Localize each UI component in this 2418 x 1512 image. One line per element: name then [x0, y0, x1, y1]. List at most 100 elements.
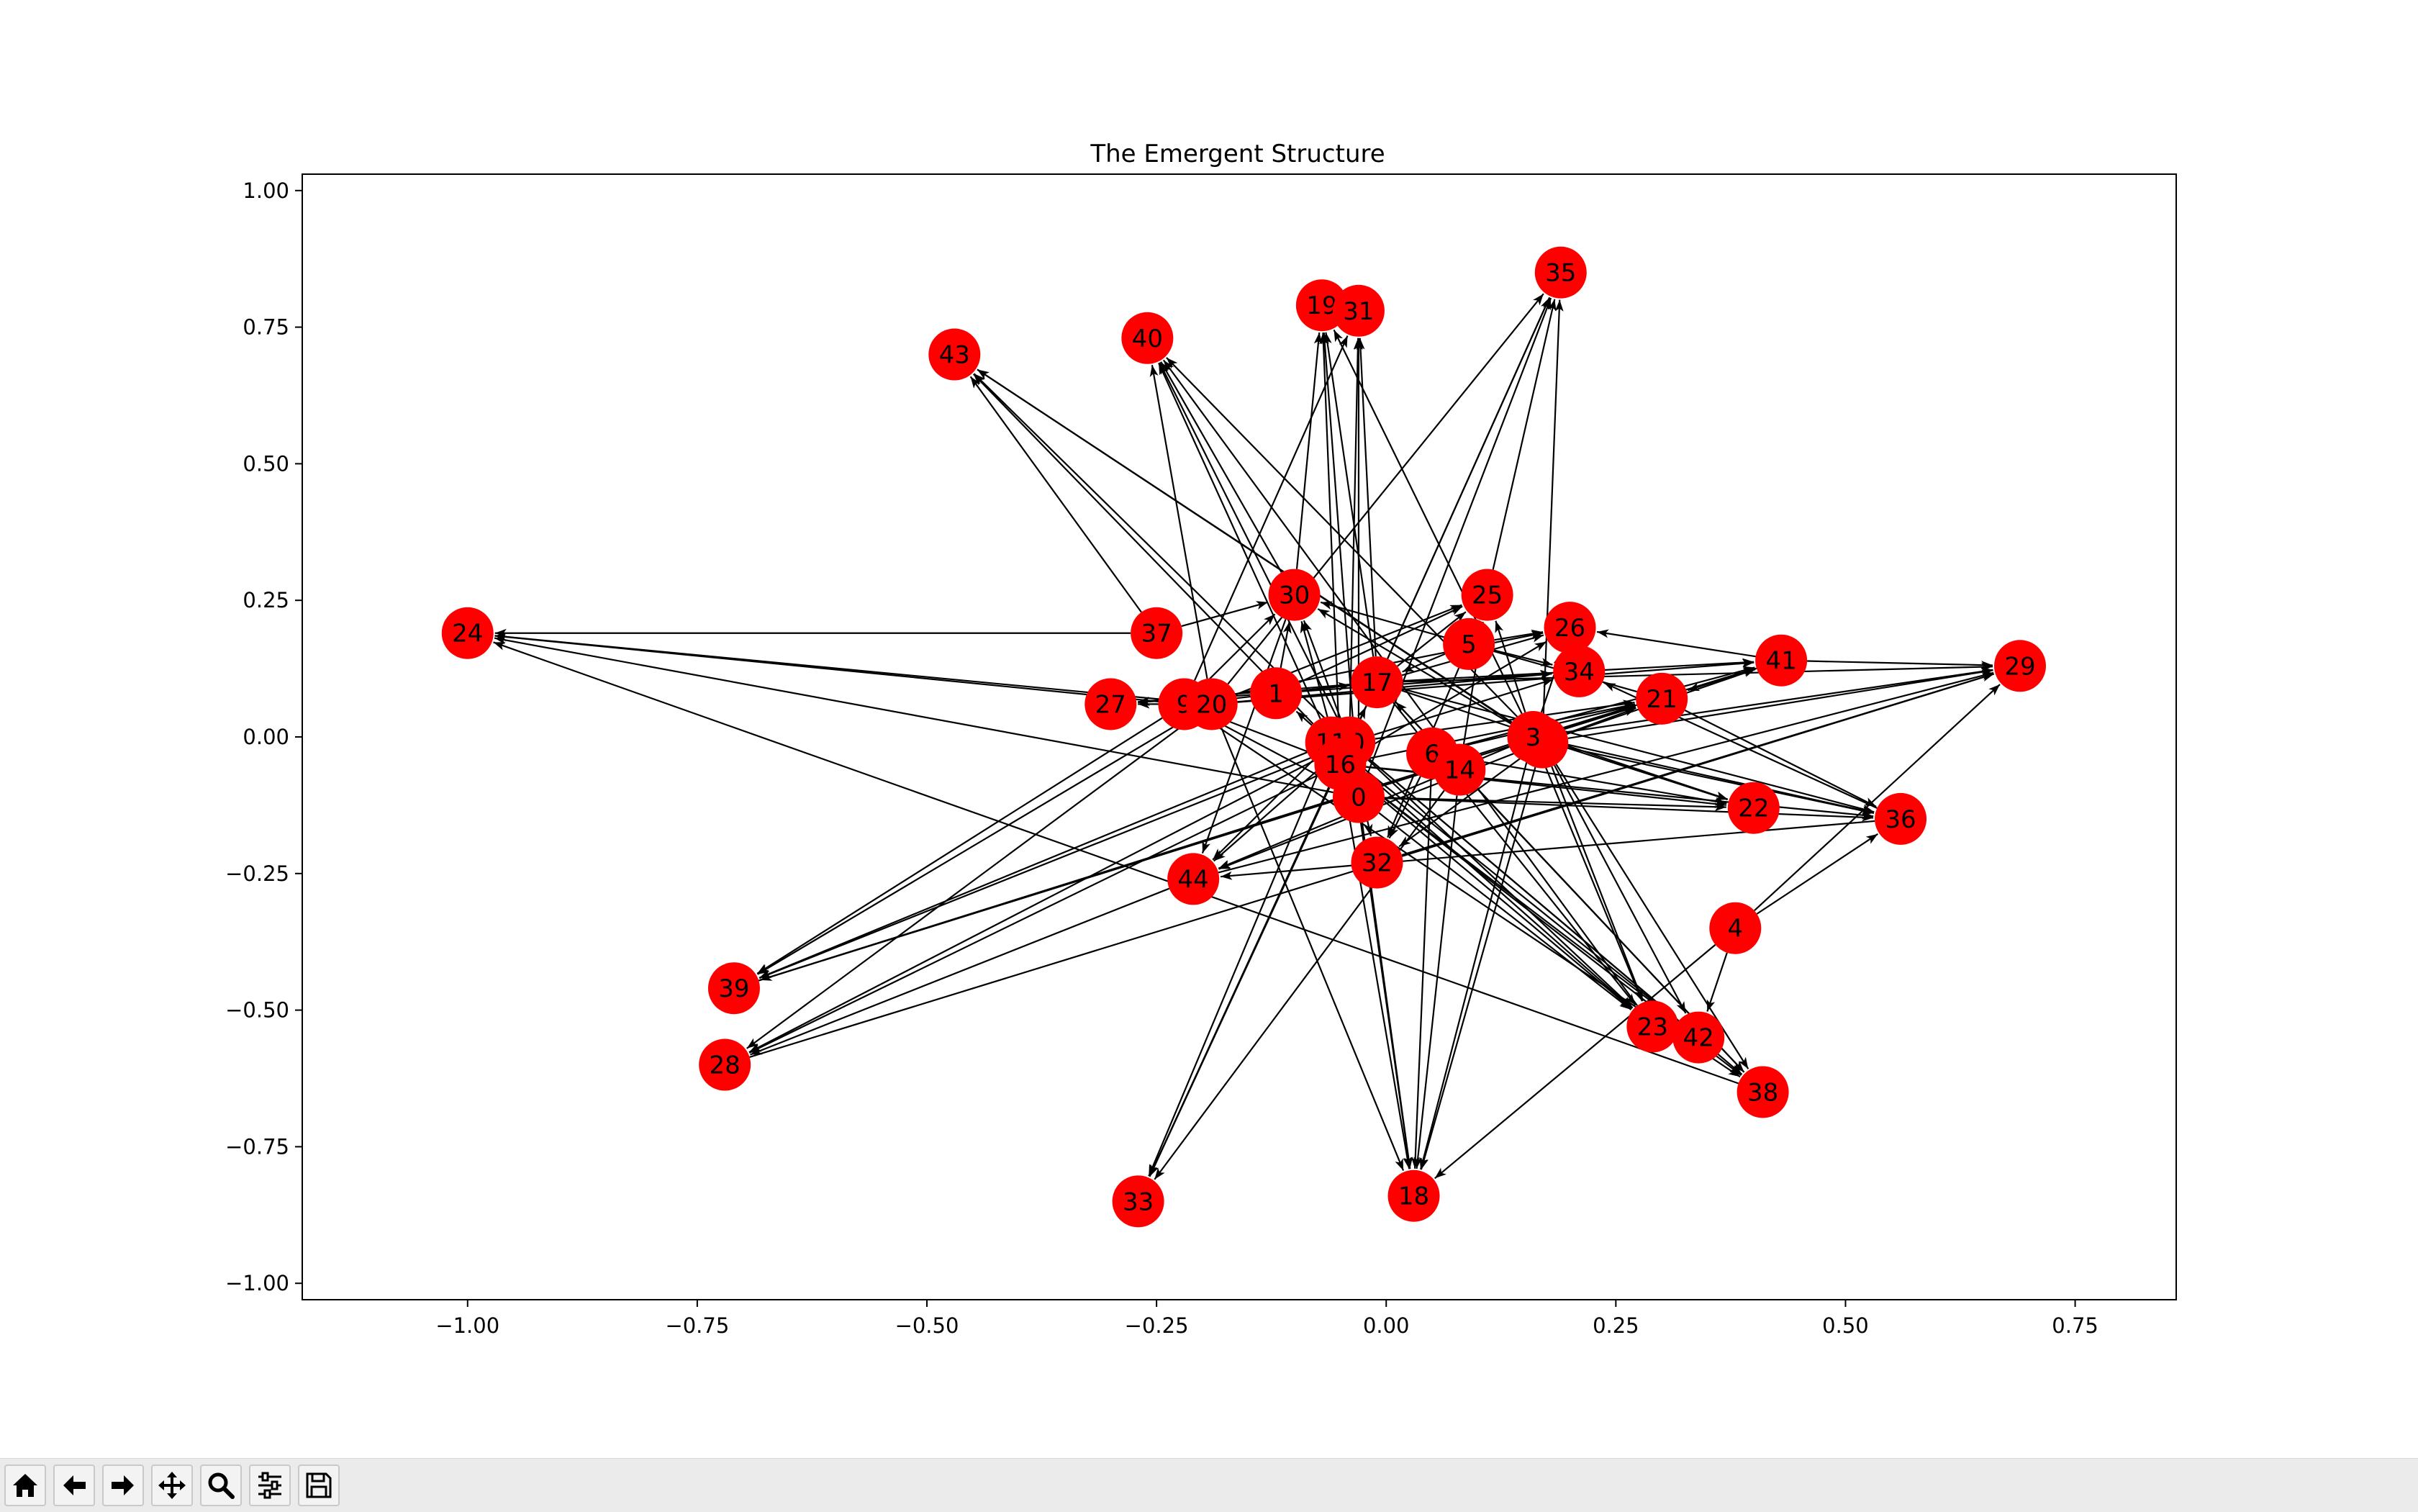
edge-arrow [748, 774, 1318, 1054]
graph-node [1250, 667, 1303, 720]
pan-button[interactable] [151, 1465, 193, 1506]
graph-node [1332, 284, 1385, 337]
configure-subplots-button[interactable] [249, 1465, 291, 1506]
edge-arrow [1295, 332, 1323, 569]
x-tick-label: 0.00 [1363, 1313, 1410, 1338]
graph-node [1167, 853, 1220, 905]
edge-arrow [1567, 667, 1993, 739]
node-label: 29 [2004, 652, 2035, 681]
y-tick-label: 0.50 [243, 451, 289, 476]
edge-arrow [1367, 759, 1634, 1009]
edge-arrow [1551, 766, 1644, 1002]
graph-node [1875, 792, 1927, 845]
edge-arrow [1688, 667, 1757, 692]
x-tick-label: −0.25 [1125, 1313, 1189, 1338]
edge-arrow [977, 368, 1513, 724]
save-button[interactable] [298, 1465, 340, 1506]
node-label: 28 [710, 1051, 741, 1080]
edge-arrow [1494, 629, 1544, 641]
graph-node [441, 607, 494, 659]
edge-arrow [1493, 649, 1553, 666]
edge-arrow [1320, 332, 1358, 771]
edge-arrow [1280, 621, 1292, 669]
back-button[interactable] [53, 1465, 95, 1506]
node-label: 17 [1362, 669, 1393, 697]
forward-button[interactable] [102, 1465, 144, 1506]
edge-arrow [1360, 779, 1677, 1022]
edge-arrow [759, 751, 1308, 979]
home-button[interactable] [4, 1465, 46, 1506]
node-label: 27 [1095, 690, 1126, 719]
x-tick-label: −0.50 [895, 1313, 959, 1338]
edge-arrow [1457, 756, 1727, 806]
node-label: 1 [1268, 679, 1284, 708]
edge-arrow [1181, 601, 1269, 628]
zoom-button[interactable] [200, 1465, 242, 1506]
graph-node [1185, 678, 1238, 730]
edge-arrow [1352, 768, 1413, 1169]
axes-frame [302, 173, 2177, 1300]
edge-arrow [1368, 758, 1678, 1020]
node-label: 23 [1637, 1013, 1668, 1041]
node-label: 16 [1325, 751, 1356, 779]
edge-arrow [756, 717, 1163, 974]
edge-arrow [1208, 716, 1336, 786]
node-label: 5 [1461, 630, 1477, 659]
node-label: 44 [1178, 865, 1209, 894]
floppy-disk-icon [306, 1472, 332, 1498]
edge-arrow [1402, 688, 1875, 814]
y-tick-label: 1.00 [243, 178, 289, 203]
node-label: 19 [1306, 291, 1337, 320]
node-label: 18 [1398, 1182, 1429, 1211]
node-label: 41 [1765, 647, 1796, 676]
edge-arrow [1542, 760, 1643, 1002]
node-label: 39 [718, 974, 749, 1003]
edge-arrow [1299, 605, 1463, 684]
navigation-toolbar [0, 1458, 2418, 1512]
edge-arrow [1359, 780, 1633, 1010]
y-tick-label: −0.50 [225, 998, 289, 1023]
edge-arrow [757, 716, 1190, 975]
edge-arrow [1237, 658, 1754, 703]
y-tick-label: 0.75 [243, 315, 289, 340]
edge-arrow [1221, 728, 1405, 1172]
edge-arrow [1554, 764, 1687, 1014]
edge-arrow [1420, 766, 1536, 1170]
graph-node [1553, 645, 1606, 697]
graph-node [1507, 711, 1559, 763]
edge-arrow [1684, 710, 1877, 807]
graph-node [1112, 1175, 1164, 1228]
nodes-group: 0123456910111416171819202122232425262728… [441, 246, 2046, 1228]
edge-arrow [973, 373, 1332, 725]
edge-arrow [759, 751, 1326, 979]
edge-arrow [1410, 779, 1432, 1169]
edge-arrow [1754, 684, 2001, 912]
x-tick-label: 0.50 [1822, 1313, 1869, 1338]
node-label: 36 [1885, 805, 1916, 834]
graph-node [1755, 634, 1808, 687]
edge-arrow [1159, 362, 1339, 720]
edge-arrow [1356, 338, 1377, 657]
node-label: 26 [1554, 614, 1585, 643]
edge-arrow [1398, 756, 1522, 848]
graph-node [1131, 607, 1183, 659]
x-tick-label: 0.75 [2052, 1313, 2098, 1338]
magnifier-icon [208, 1472, 235, 1499]
y-tick-label: 0.25 [243, 588, 289, 612]
node-label: 31 [1343, 297, 1374, 326]
arrow-left-icon [63, 1475, 86, 1495]
node-label: 3 [1526, 723, 1541, 752]
y-tick-label: −0.75 [225, 1134, 289, 1159]
node-label: 14 [1444, 756, 1475, 785]
y-tick-label: 0.00 [243, 725, 289, 749]
edge-arrow [750, 887, 1170, 1056]
edge-arrow [1567, 747, 1875, 815]
edge-arrow [1319, 332, 1341, 739]
graph-node [1434, 743, 1486, 796]
edge-arrow [1317, 608, 1521, 730]
x-tick-label: −1.00 [435, 1313, 499, 1338]
y-tick-label: −1.00 [225, 1271, 289, 1295]
y-tick-label: −0.25 [225, 861, 289, 886]
edge-arrow [1384, 797, 1726, 812]
home-icon [13, 1474, 37, 1497]
